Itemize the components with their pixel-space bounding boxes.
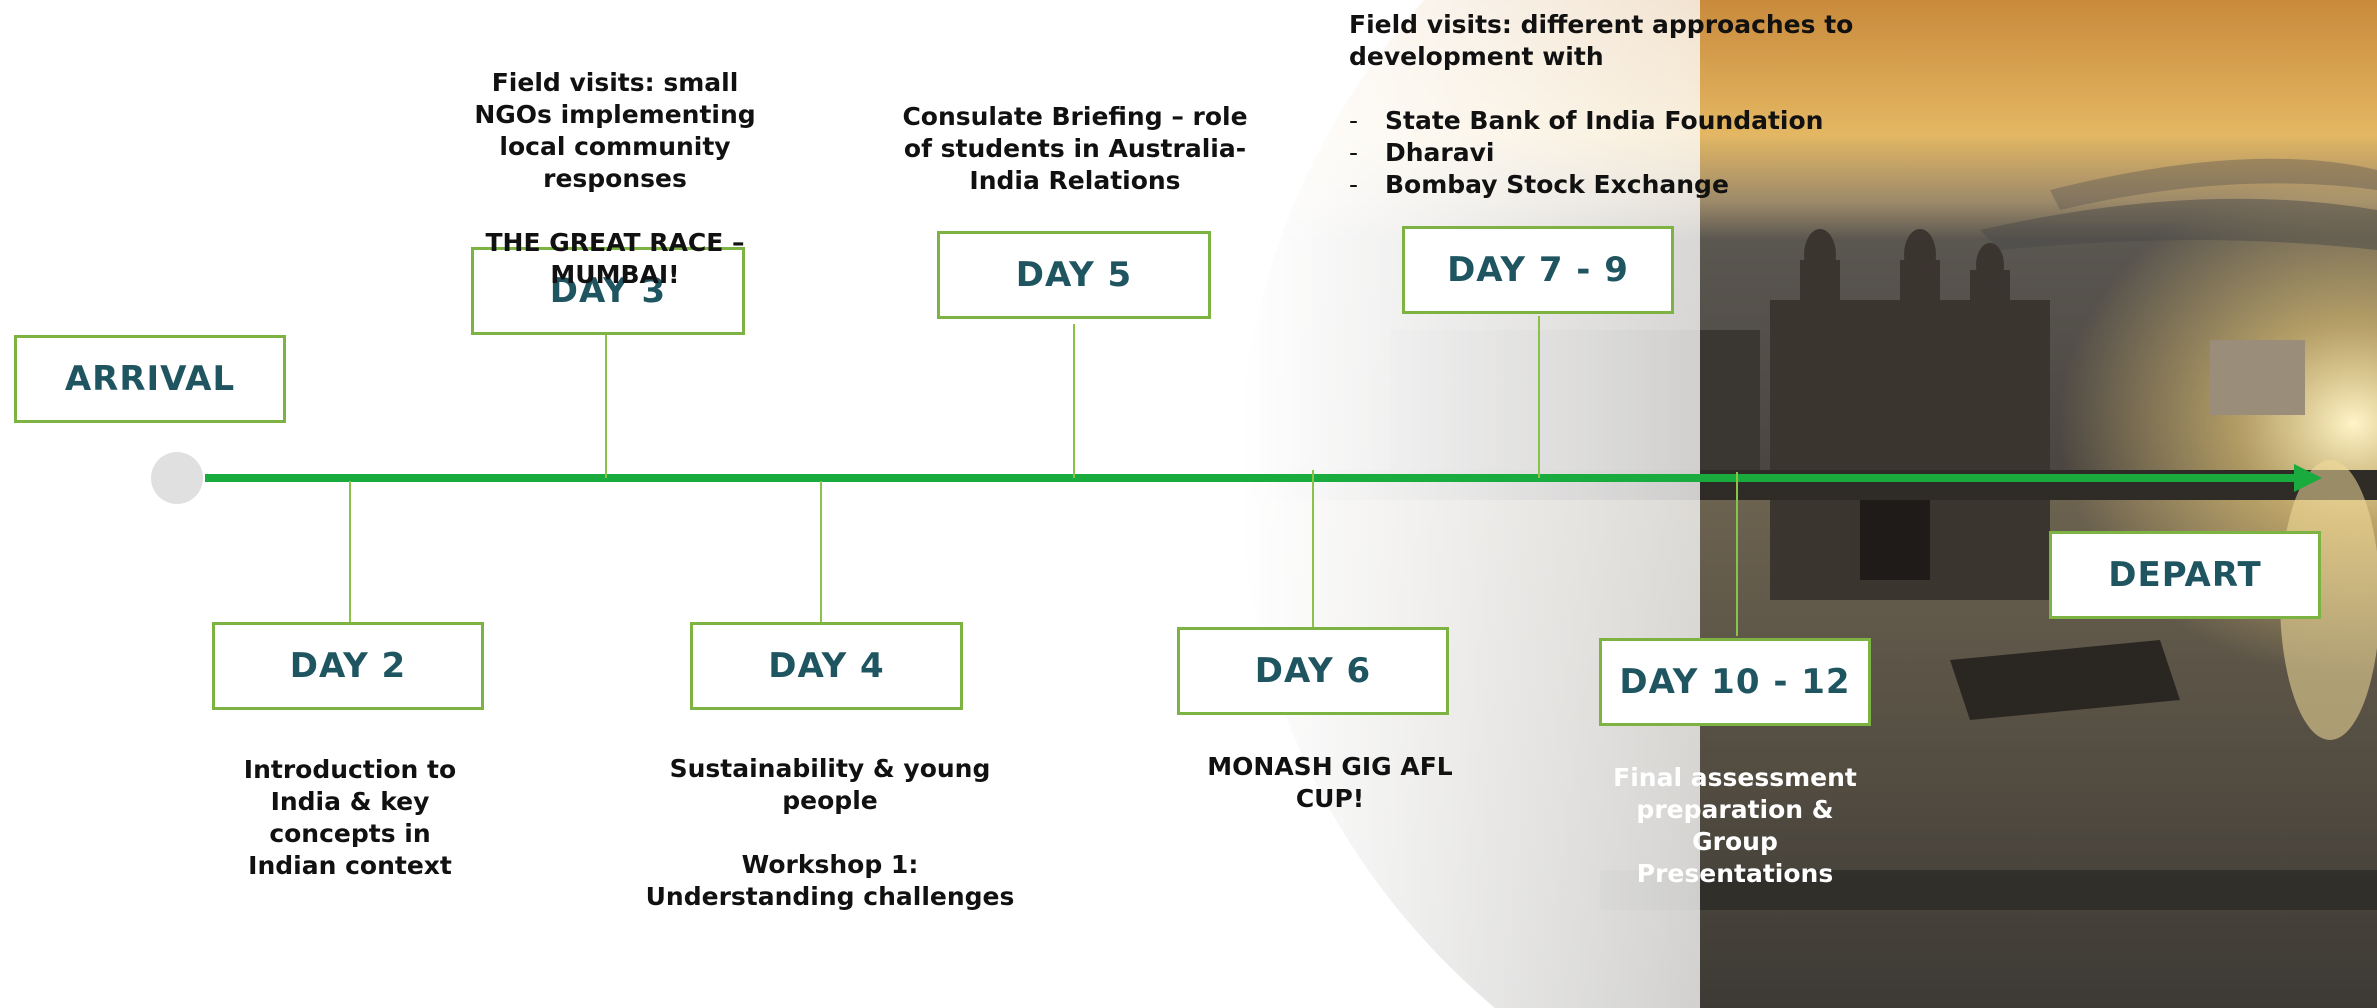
list-item: State Bank of India Foundation xyxy=(1349,105,1869,137)
day5-connector xyxy=(1073,324,1075,478)
day3-description: Field visits: small NGOs implementing lo… xyxy=(420,67,810,291)
day6-description: MONASH GIG AFL CUP! xyxy=(1207,752,1453,813)
day3-connector xyxy=(605,335,607,478)
day3-field-visits-text: Field visits: small NGOs implementing lo… xyxy=(474,68,756,193)
day4-description: Sustainability & young people Workshop 1… xyxy=(620,753,1040,913)
day7-9-box: DAY 7 - 9 xyxy=(1402,226,1674,314)
day7-9-intro-text: Field visits: different approaches to de… xyxy=(1349,10,1854,71)
day2-box: DAY 2 xyxy=(212,622,484,710)
day7-9-list: State Bank of India Foundation Dharavi B… xyxy=(1349,105,1869,201)
day10-12-description: Final assessment preparation & Group Pre… xyxy=(1613,763,1857,888)
list-item: Dharavi xyxy=(1349,137,1869,169)
day4-workshop-text: Workshop 1: Understanding challenges xyxy=(645,850,1015,911)
day4-connector xyxy=(820,481,822,622)
day6-connector xyxy=(1312,470,1314,627)
day5-box: DAY 5 xyxy=(937,231,1211,319)
timeline-arrowhead xyxy=(2294,464,2322,492)
timeline-start-dot xyxy=(151,452,203,504)
day7-9-connector xyxy=(1538,316,1540,478)
day2-connector xyxy=(349,481,351,622)
day2-description: Introduction to India & key concepts in … xyxy=(243,755,457,880)
day6-box: DAY 6 xyxy=(1177,627,1449,715)
day7-9-description: Field visits: different approaches to de… xyxy=(1349,9,1869,201)
day4-box: DAY 4 xyxy=(690,622,963,710)
arrival-box: ARRIVAL xyxy=(14,335,286,423)
day5-description: Consulate Briefing – role of students in… xyxy=(902,102,1248,195)
day10-12-connector xyxy=(1736,472,1738,636)
day3-great-race-text: THE GREAT RACE – MUMBAI! xyxy=(485,228,745,289)
day4-sustainability-text: Sustainability & young people xyxy=(669,754,991,815)
depart-box: DEPART xyxy=(2049,531,2321,619)
day3-box: DAY 3 xyxy=(471,247,745,335)
list-item: Bombay Stock Exchange xyxy=(1349,169,1869,201)
day10-12-box: DAY 10 - 12 xyxy=(1599,638,1871,726)
